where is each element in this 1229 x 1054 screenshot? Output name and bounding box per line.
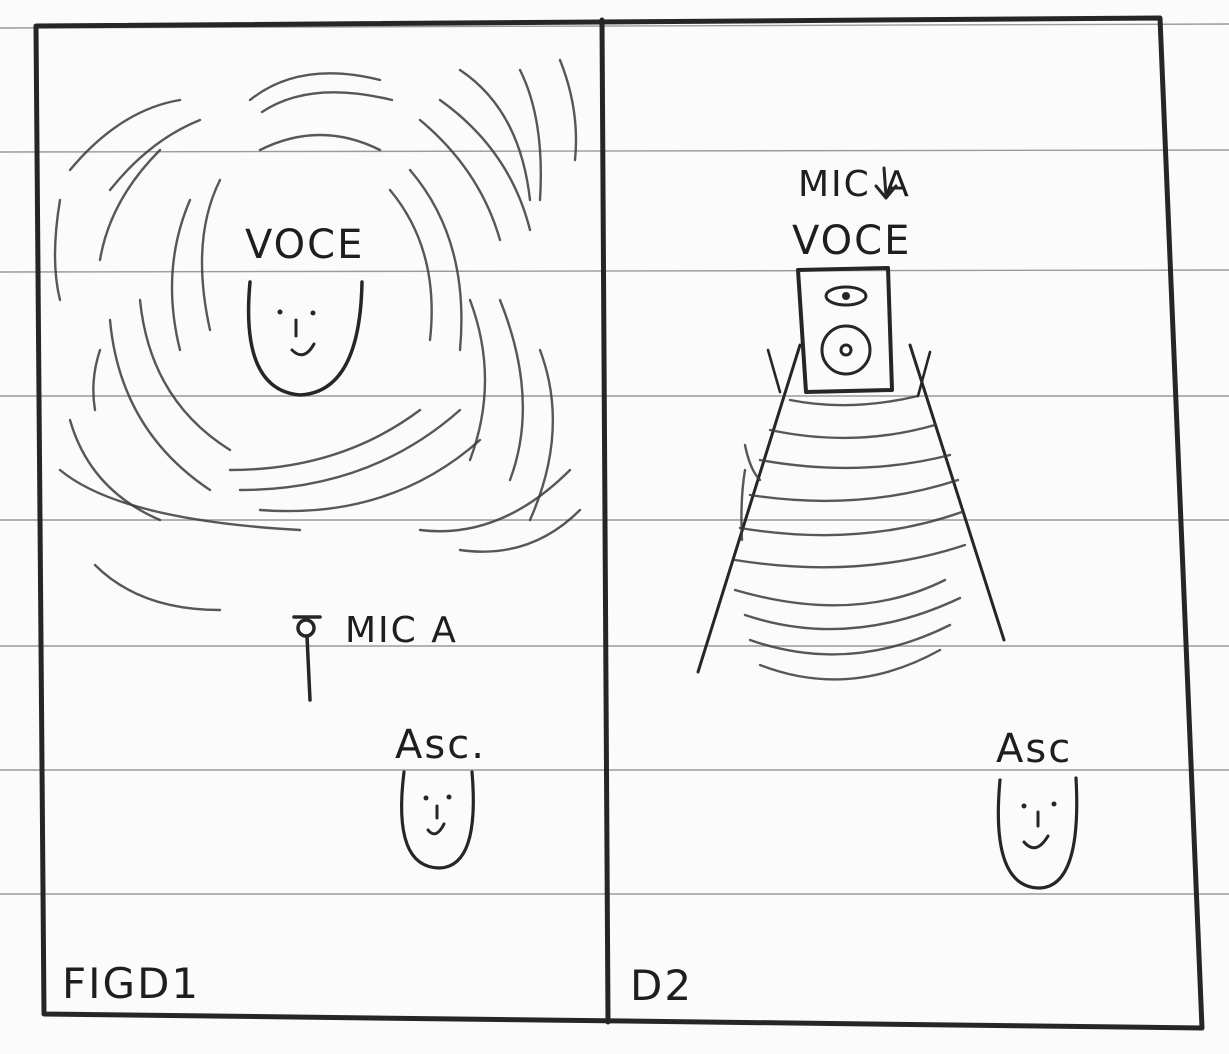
- mic-label: MIC A: [798, 164, 911, 205]
- microphone-icon: [292, 615, 322, 702]
- room-reverb-waves: [53, 58, 582, 612]
- mic-label: MIC A: [345, 610, 458, 651]
- frame: [33, 15, 1205, 1031]
- sound-cone: [696, 343, 1006, 674]
- listener-face: [996, 776, 1079, 890]
- listener-face: [400, 770, 475, 870]
- figure-label: FIGD1: [62, 959, 200, 1008]
- speaker-label: VOCE: [792, 218, 911, 264]
- speaker-face: [246, 280, 364, 397]
- speaker-label: VOCE: [245, 222, 364, 268]
- loudspeaker-icon: [796, 266, 894, 394]
- panel-2: MIC A VOCE: [630, 164, 1079, 1010]
- listener-label: Asc: [996, 726, 1072, 772]
- listener-label: Asc.: [395, 722, 486, 768]
- figure-label: D2: [630, 961, 693, 1010]
- down-arrow-icon: [874, 166, 898, 200]
- panel-1: VOCE MIC A Asc. FIGD1: [53, 58, 582, 1008]
- directional-waves: [733, 394, 967, 681]
